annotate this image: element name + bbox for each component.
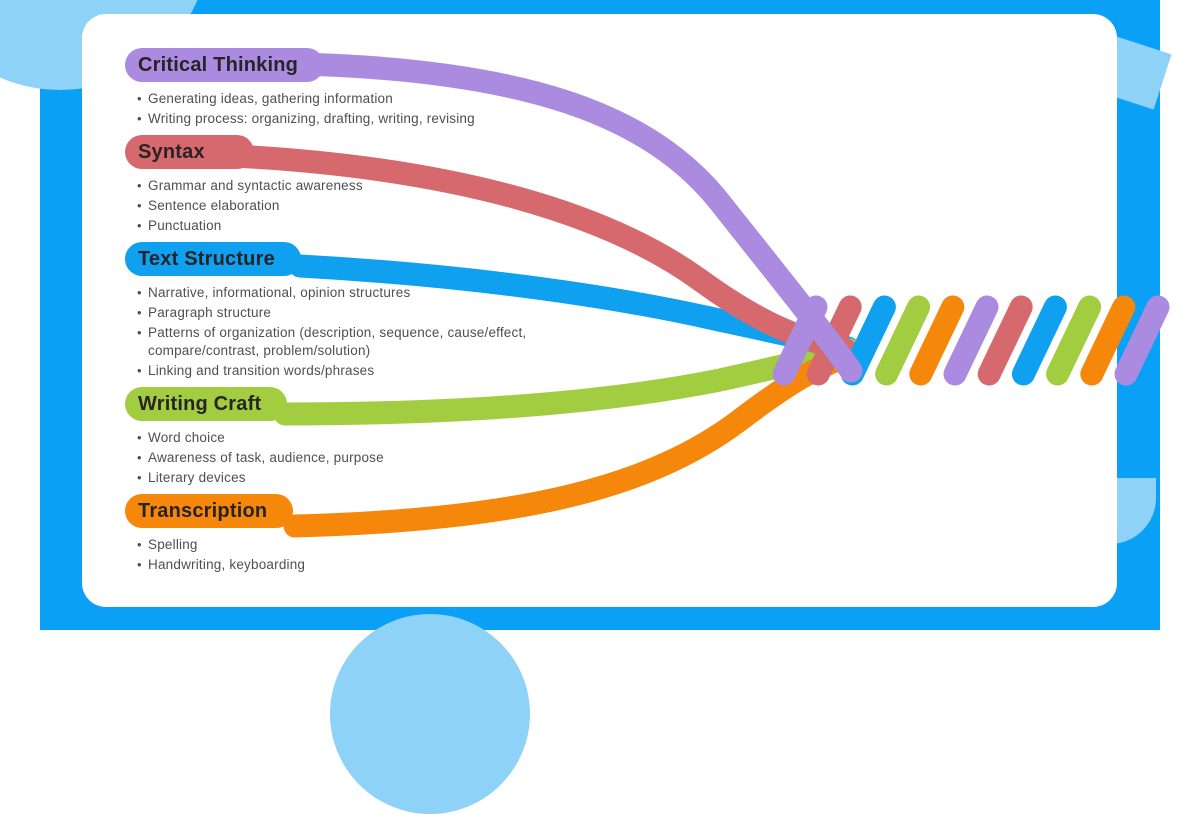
- bullet-item: Paragraph structure: [137, 304, 529, 322]
- bullet-item: Spelling: [137, 536, 529, 554]
- bullet-item: Punctuation: [137, 217, 529, 235]
- bullet-item: Patterns of organization (description, s…: [137, 324, 529, 360]
- bullet-item: Literary devices: [137, 469, 529, 487]
- section-header-pill: Writing Craft: [125, 387, 288, 421]
- section-header-pill: Critical Thinking: [125, 48, 325, 82]
- bullet-item: Generating ideas, gathering information: [137, 90, 529, 108]
- skill-section-critical-thinking: Critical Thinking Generating ideas, gath…: [125, 48, 555, 128]
- section-header-pill: Syntax: [125, 135, 254, 169]
- bullet-list: Generating ideas, gathering informationW…: [125, 90, 529, 128]
- skills-list: Critical Thinking Generating ideas, gath…: [125, 48, 555, 581]
- skill-section-syntax: Syntax Grammar and syntactic awarenessSe…: [125, 135, 555, 235]
- bullet-item: Grammar and syntactic awareness: [137, 177, 529, 195]
- bullet-list: Word choiceAwareness of task, audience, …: [125, 429, 529, 487]
- bullet-item: Writing process: organizing, drafting, w…: [137, 110, 529, 128]
- bullet-item: Linking and transition words/phrases: [137, 362, 529, 380]
- bullet-item: Awareness of task, audience, purpose: [137, 449, 529, 467]
- bullet-item: Narrative, informational, opinion struct…: [137, 284, 529, 302]
- section-header-pill: Text Structure: [125, 242, 301, 276]
- bullet-item: Handwriting, keyboarding: [137, 556, 529, 574]
- bullet-item: Sentence elaboration: [137, 197, 529, 215]
- skill-section-transcription: Transcription SpellingHandwriting, keybo…: [125, 494, 555, 574]
- section-header-pill: Transcription: [125, 494, 294, 528]
- section-title: Writing Craft: [138, 393, 262, 415]
- skill-section-text-structure: Text Structure Narrative, informational,…: [125, 242, 555, 380]
- section-title: Text Structure: [138, 248, 275, 270]
- decorative-circle-bottom: [330, 614, 530, 814]
- bullet-list: SpellingHandwriting, keyboarding: [125, 536, 529, 574]
- bullet-item: Word choice: [137, 429, 529, 447]
- bullet-list: Grammar and syntactic awarenessSentence …: [125, 177, 529, 235]
- section-title: Syntax: [138, 141, 205, 163]
- bullet-list: Narrative, informational, opinion struct…: [125, 284, 529, 380]
- section-title: Transcription: [138, 500, 268, 522]
- section-title: Critical Thinking: [138, 54, 299, 76]
- skill-section-writing-craft: Writing Craft Word choiceAwareness of ta…: [125, 387, 555, 487]
